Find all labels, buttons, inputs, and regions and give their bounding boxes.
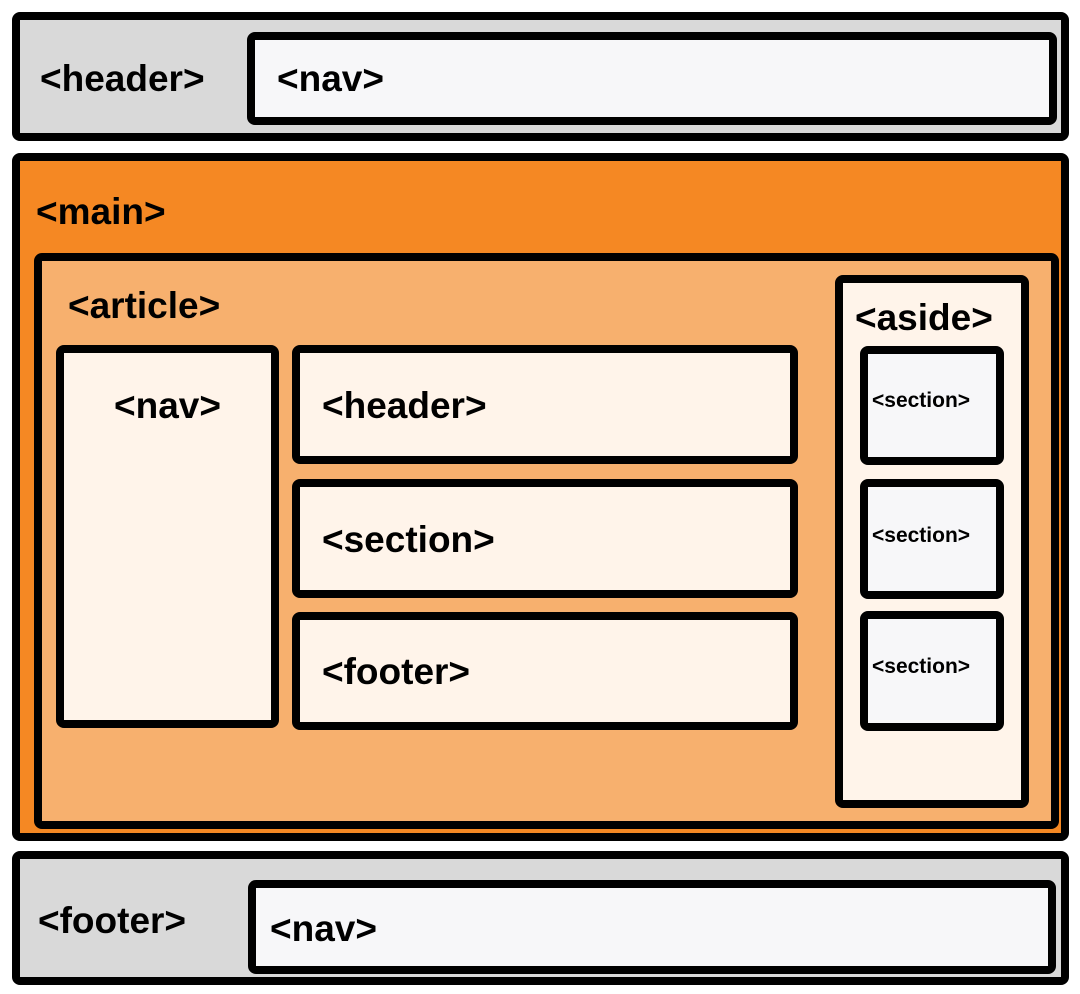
page-footer-nav-block: <nav> bbox=[248, 880, 1056, 974]
page-header-nav-label: <nav> bbox=[277, 58, 384, 99]
article-section-label: <section> bbox=[322, 519, 495, 560]
page-header-block: <header> <nav> bbox=[12, 12, 1069, 141]
page-header-nav-block: <nav> bbox=[247, 32, 1057, 125]
aside-section-block: <section> bbox=[860, 346, 1004, 465]
aside-section-block: <section> bbox=[860, 611, 1004, 731]
article-nav-block: <nav> bbox=[56, 345, 279, 728]
aside-block: <aside> <section> <section> <section> bbox=[835, 275, 1029, 808]
article-footer-label: <footer> bbox=[322, 651, 471, 692]
aside-section-label: <section> bbox=[872, 655, 971, 678]
aside-section-block: <section> bbox=[860, 479, 1004, 599]
page-footer-label: <footer> bbox=[38, 900, 187, 941]
article-footer-block: <footer> bbox=[292, 612, 798, 730]
article-header-block: <header> bbox=[292, 345, 798, 464]
article-block: <article> <nav> <header> <section> <foot… bbox=[34, 253, 1059, 829]
page-footer-block: <footer> <nav> bbox=[12, 851, 1069, 985]
aside-label: <aside> bbox=[855, 297, 993, 338]
article-header-label: <header> bbox=[322, 385, 487, 426]
aside-section-label: <section> bbox=[872, 524, 971, 547]
page-footer-nav-label: <nav> bbox=[270, 908, 377, 949]
main-block: <main> <article> <nav> <header> <section… bbox=[12, 153, 1069, 841]
article-section-block: <section> bbox=[292, 479, 798, 598]
main-label: <main> bbox=[36, 191, 166, 232]
article-nav-label: <nav> bbox=[114, 385, 221, 426]
article-label: <article> bbox=[68, 285, 221, 326]
aside-section-label: <section> bbox=[872, 389, 971, 412]
page-header-label: <header> bbox=[40, 58, 205, 99]
